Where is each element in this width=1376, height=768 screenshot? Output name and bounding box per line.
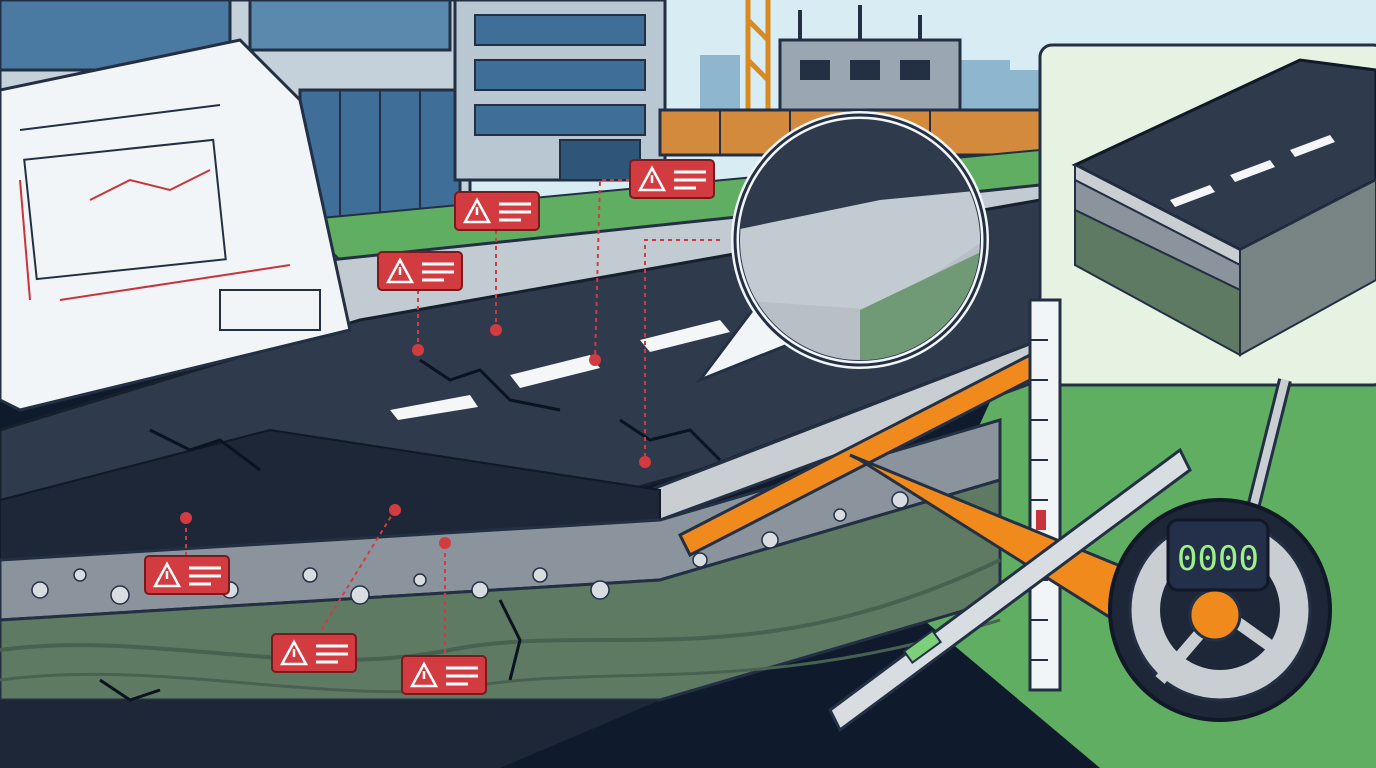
- construction-building: [778, 5, 962, 122]
- mid-building: [453, 0, 667, 182]
- pavement-cross-section: [0, 417, 1002, 768]
- warning-triangle-icon: [144, 555, 230, 595]
- blueprint-sheet: [0, 38, 352, 412]
- inset-layer-panel: [1038, 43, 1376, 387]
- warning-triangle-icon: [401, 655, 487, 695]
- lane-markings: [390, 320, 730, 420]
- measuring-wheel: 0000: [1108, 378, 1332, 722]
- alert-dots: [180, 324, 651, 549]
- spirit-level: [828, 447, 1192, 733]
- pavement-cracks: [99, 358, 722, 702]
- warning-triangle-icon: [629, 159, 715, 199]
- alert-leaders: [185, 179, 720, 655]
- warning-triangle-icon: [271, 633, 357, 673]
- warning-triangle-icon: [454, 191, 540, 231]
- wheel-readout: 0000: [1177, 539, 1259, 579]
- alert-markers: [144, 159, 715, 695]
- survey-staff: [1028, 298, 1062, 692]
- warning-triangle-icon: [377, 251, 463, 291]
- crane: [745, 0, 771, 120]
